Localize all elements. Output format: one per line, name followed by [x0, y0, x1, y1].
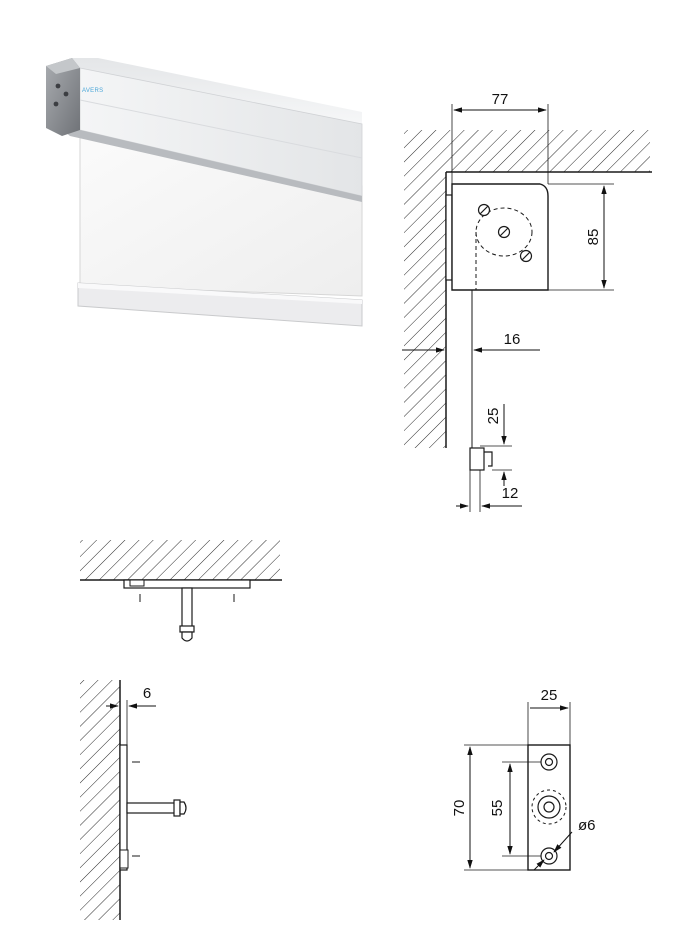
case-top [72, 58, 362, 124]
end-cap-screw-icon [55, 83, 61, 89]
center-boss-icon [531, 789, 567, 825]
dimension-offset-6: 6 [143, 685, 151, 702]
bracket-bolt [181, 587, 193, 629]
dimension-height-85: 85 [585, 229, 602, 246]
case-profile [451, 183, 549, 291]
brand-logo: AVERS [82, 88, 103, 94]
roller-dashed [475, 207, 533, 257]
dimension-offset-16: 16 [504, 331, 521, 348]
product-photo: AVERS [46, 58, 363, 327]
wall-hatch [80, 680, 120, 920]
wall-mounting-plate [445, 194, 453, 281]
bottom-bar-section [469, 447, 485, 471]
wall-bracket-view: 6 [80, 680, 187, 920]
wall-hatch [404, 130, 446, 448]
dimension-spacing-55: 55 [489, 800, 506, 817]
dimension-height-70: 70 [451, 800, 468, 817]
dimension-width-77: 77 [492, 91, 509, 108]
ceiling-hatch [80, 540, 280, 580]
bracket-plate-view: 25 70 55 ø6 [451, 687, 596, 871]
ceiling-bracket-view [80, 540, 282, 642]
dimension-hole-diameter: ø6 [578, 817, 596, 834]
dimension-hook-width-12: 12 [502, 485, 519, 502]
case-end-cap [46, 58, 80, 136]
dimension-width-25: 25 [541, 687, 558, 704]
wall-bracket-bolt [126, 802, 176, 814]
side-section-view: 77 85 16 25 12 [402, 91, 652, 512]
dimension-hook-25: 25 [485, 408, 502, 425]
